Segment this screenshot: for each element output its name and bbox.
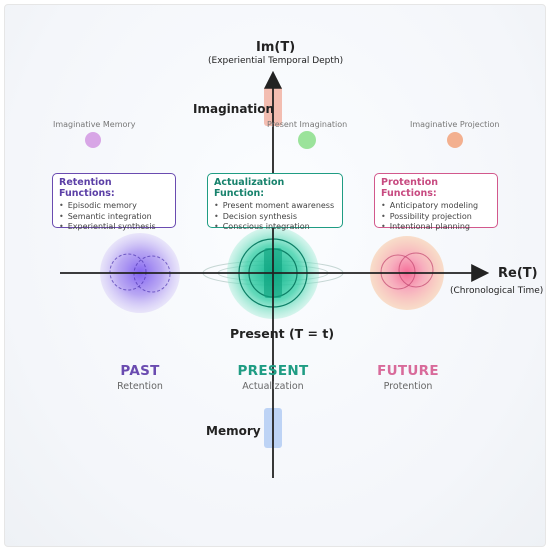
list-item: Conscious integration (214, 222, 336, 233)
present-time-label: Present (T = t) (230, 326, 335, 341)
past-period-sub: Retention (117, 381, 163, 392)
x-axis-subtitle: (Chronological Time) (450, 286, 544, 296)
future-period-name: FUTURE (377, 363, 439, 379)
list-item: Possibility projection (381, 212, 491, 223)
present-period-name: PRESENT (237, 363, 309, 379)
actualization-function-list: Present moment awareness Decision synthe… (214, 201, 336, 233)
actualization-function-box: Actualization Function: Present moment a… (207, 173, 343, 231)
present-imagination-label: Present Imagination (267, 120, 348, 129)
list-item: Decision synthesis (214, 212, 336, 223)
past-ring-left (109, 253, 147, 291)
retention-functions-list: Episodic memory Semantic integration Exp… (59, 201, 169, 233)
list-item: Semantic integration (59, 212, 169, 223)
imaginative-memory-node (85, 132, 101, 148)
y-axis-subtitle: (Experiential Temporal Depth) (208, 56, 344, 66)
present-period-sub: Actualization (242, 381, 304, 392)
present-imagination-node (298, 131, 316, 149)
memory-label: Memory (206, 424, 261, 438)
x-axis-title: Re(T) (498, 266, 538, 281)
protention-functions-list: Anticipatory modeling Possibility projec… (381, 201, 491, 233)
future-ring-right (398, 252, 434, 288)
future-period-sub: Protention (383, 381, 433, 392)
list-item: Episodic memory (59, 201, 169, 212)
future-ring-left (380, 254, 416, 290)
actualization-function-title: Actualization Function: (214, 177, 285, 199)
imaginative-projection-node (447, 132, 463, 148)
past-ring-right (133, 255, 171, 293)
present-period: PRESENT Actualization (218, 363, 328, 392)
past-period: PAST Retention (85, 363, 195, 392)
list-item: Anticipatory modeling (381, 201, 491, 212)
retention-functions-box: Retention Functions: Episodic memory Sem… (52, 173, 176, 231)
imagination-label: Imagination (193, 102, 275, 116)
list-item: Experiential synthesis (59, 222, 169, 233)
future-period: FUTURE Protention (353, 363, 463, 392)
list-item: Present moment awareness (214, 201, 336, 212)
protention-functions-box: Protention Functions: Anticipatory model… (374, 173, 498, 231)
y-axis-title: Im(T) (256, 40, 296, 55)
list-item: Intentional planning (381, 222, 491, 233)
protention-functions-title: Protention Functions: (381, 177, 439, 199)
imaginative-memory-label: Imaginative Memory (53, 120, 136, 129)
retention-functions-title: Retention Functions: (59, 177, 115, 199)
past-period-name: PAST (120, 363, 160, 379)
imaginative-projection-label: Imaginative Projection (410, 120, 500, 129)
